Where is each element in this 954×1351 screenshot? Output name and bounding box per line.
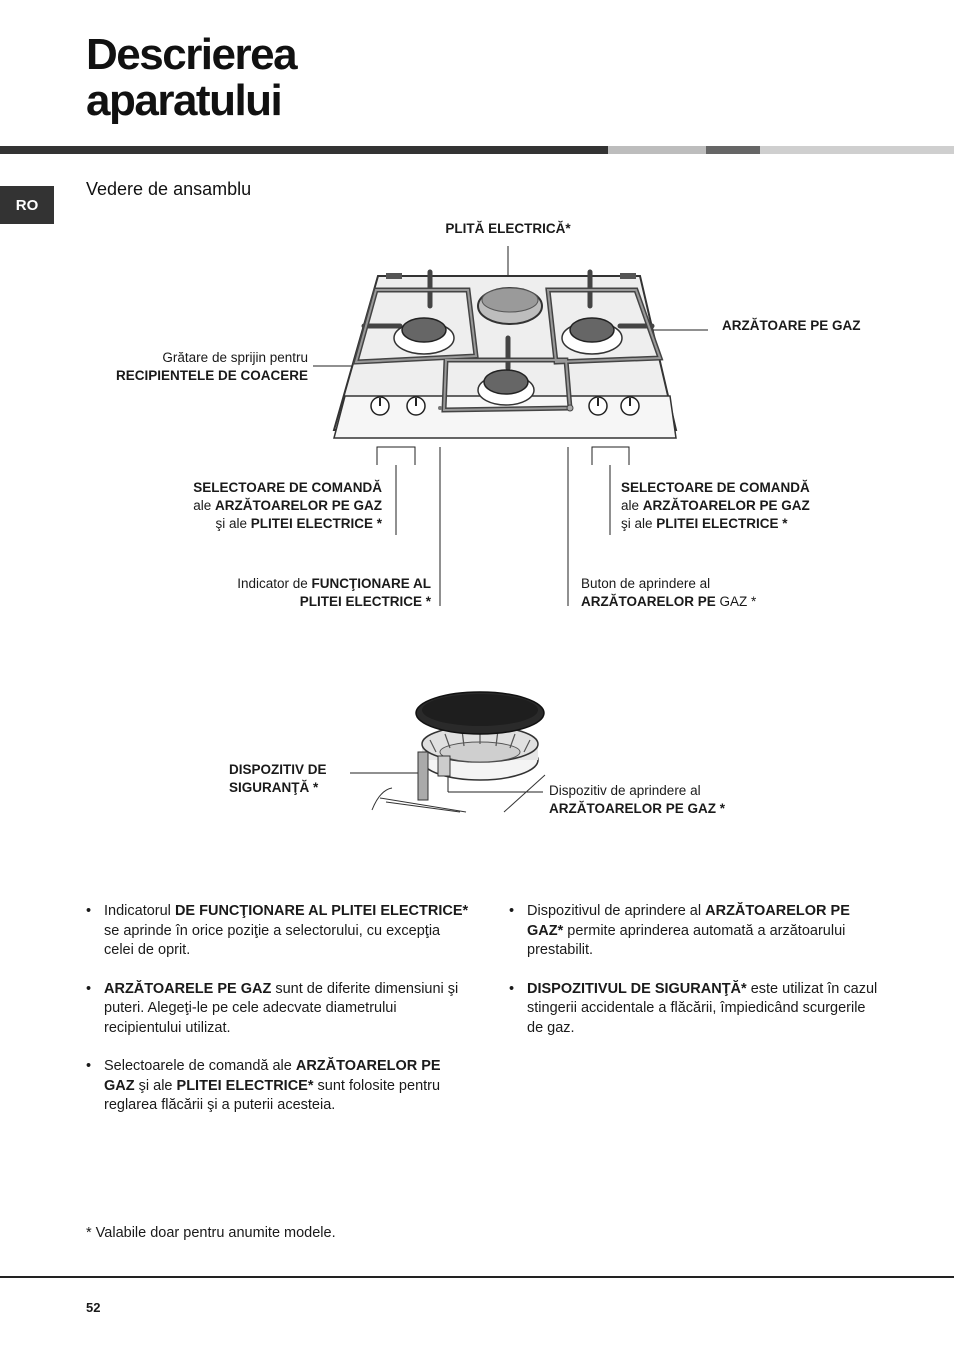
burner-detail-illustration (371, 691, 546, 813)
label-hotplate: PLITĂ ELECTRICĂ* (445, 221, 571, 236)
label-selectors-left: SELECTOARE DE COMANDĂ ale ARZĂTOARELOR P… (193, 480, 382, 531)
cooktop-illustration (332, 269, 678, 439)
label-gas-burners: ARZĂTOARE PE GAZ (722, 318, 861, 333)
page-number: 52 (86, 1300, 101, 1315)
bullet-item: Dispozitivul de aprindere al ARZĂTOARELO… (509, 902, 879, 961)
language-tab: RO (0, 186, 54, 224)
header-rule-mid (706, 146, 760, 154)
title-line-2: aparatului (86, 76, 283, 125)
bullet-list-right: Dispozitivul de aprindere al ARZĂTOARELO… (509, 902, 879, 1057)
footnote: * Valabile doar pentru anumite modele. (86, 1225, 336, 1241)
title-line-1: Descrierea (86, 30, 298, 79)
bullet-item: ARZĂTOARELE PE GAZ sunt de diferite dime… (86, 980, 470, 1039)
header-rule-light-2 (760, 146, 954, 154)
leader-lines (313, 246, 708, 793)
bullet-item: DISPOZITIVUL DE SIGURANŢĂ* este utilizat… (509, 980, 879, 1039)
label-selectors-right: SELECTOARE DE COMANDĂ ale ARZĂTOARELOR P… (621, 480, 810, 531)
footer-rule (0, 1276, 954, 1278)
page-title: Descrierea aparatului (86, 30, 298, 125)
bullet-item: Indicatorul DE FUNCŢIONARE AL PLITEI ELE… (86, 902, 470, 961)
bullet-list-left: Indicatorul DE FUNCŢIONARE AL PLITEI ELE… (86, 902, 470, 1135)
section-subtitle: Vedere de ansamblu (86, 179, 252, 199)
header-rule-light-1 (608, 146, 706, 154)
cooktop-diagram (313, 246, 708, 813)
bullet-item: Selectoarele de comandă ale ARZĂTOARELOR… (86, 1057, 470, 1116)
header-rule-dark (0, 146, 608, 154)
